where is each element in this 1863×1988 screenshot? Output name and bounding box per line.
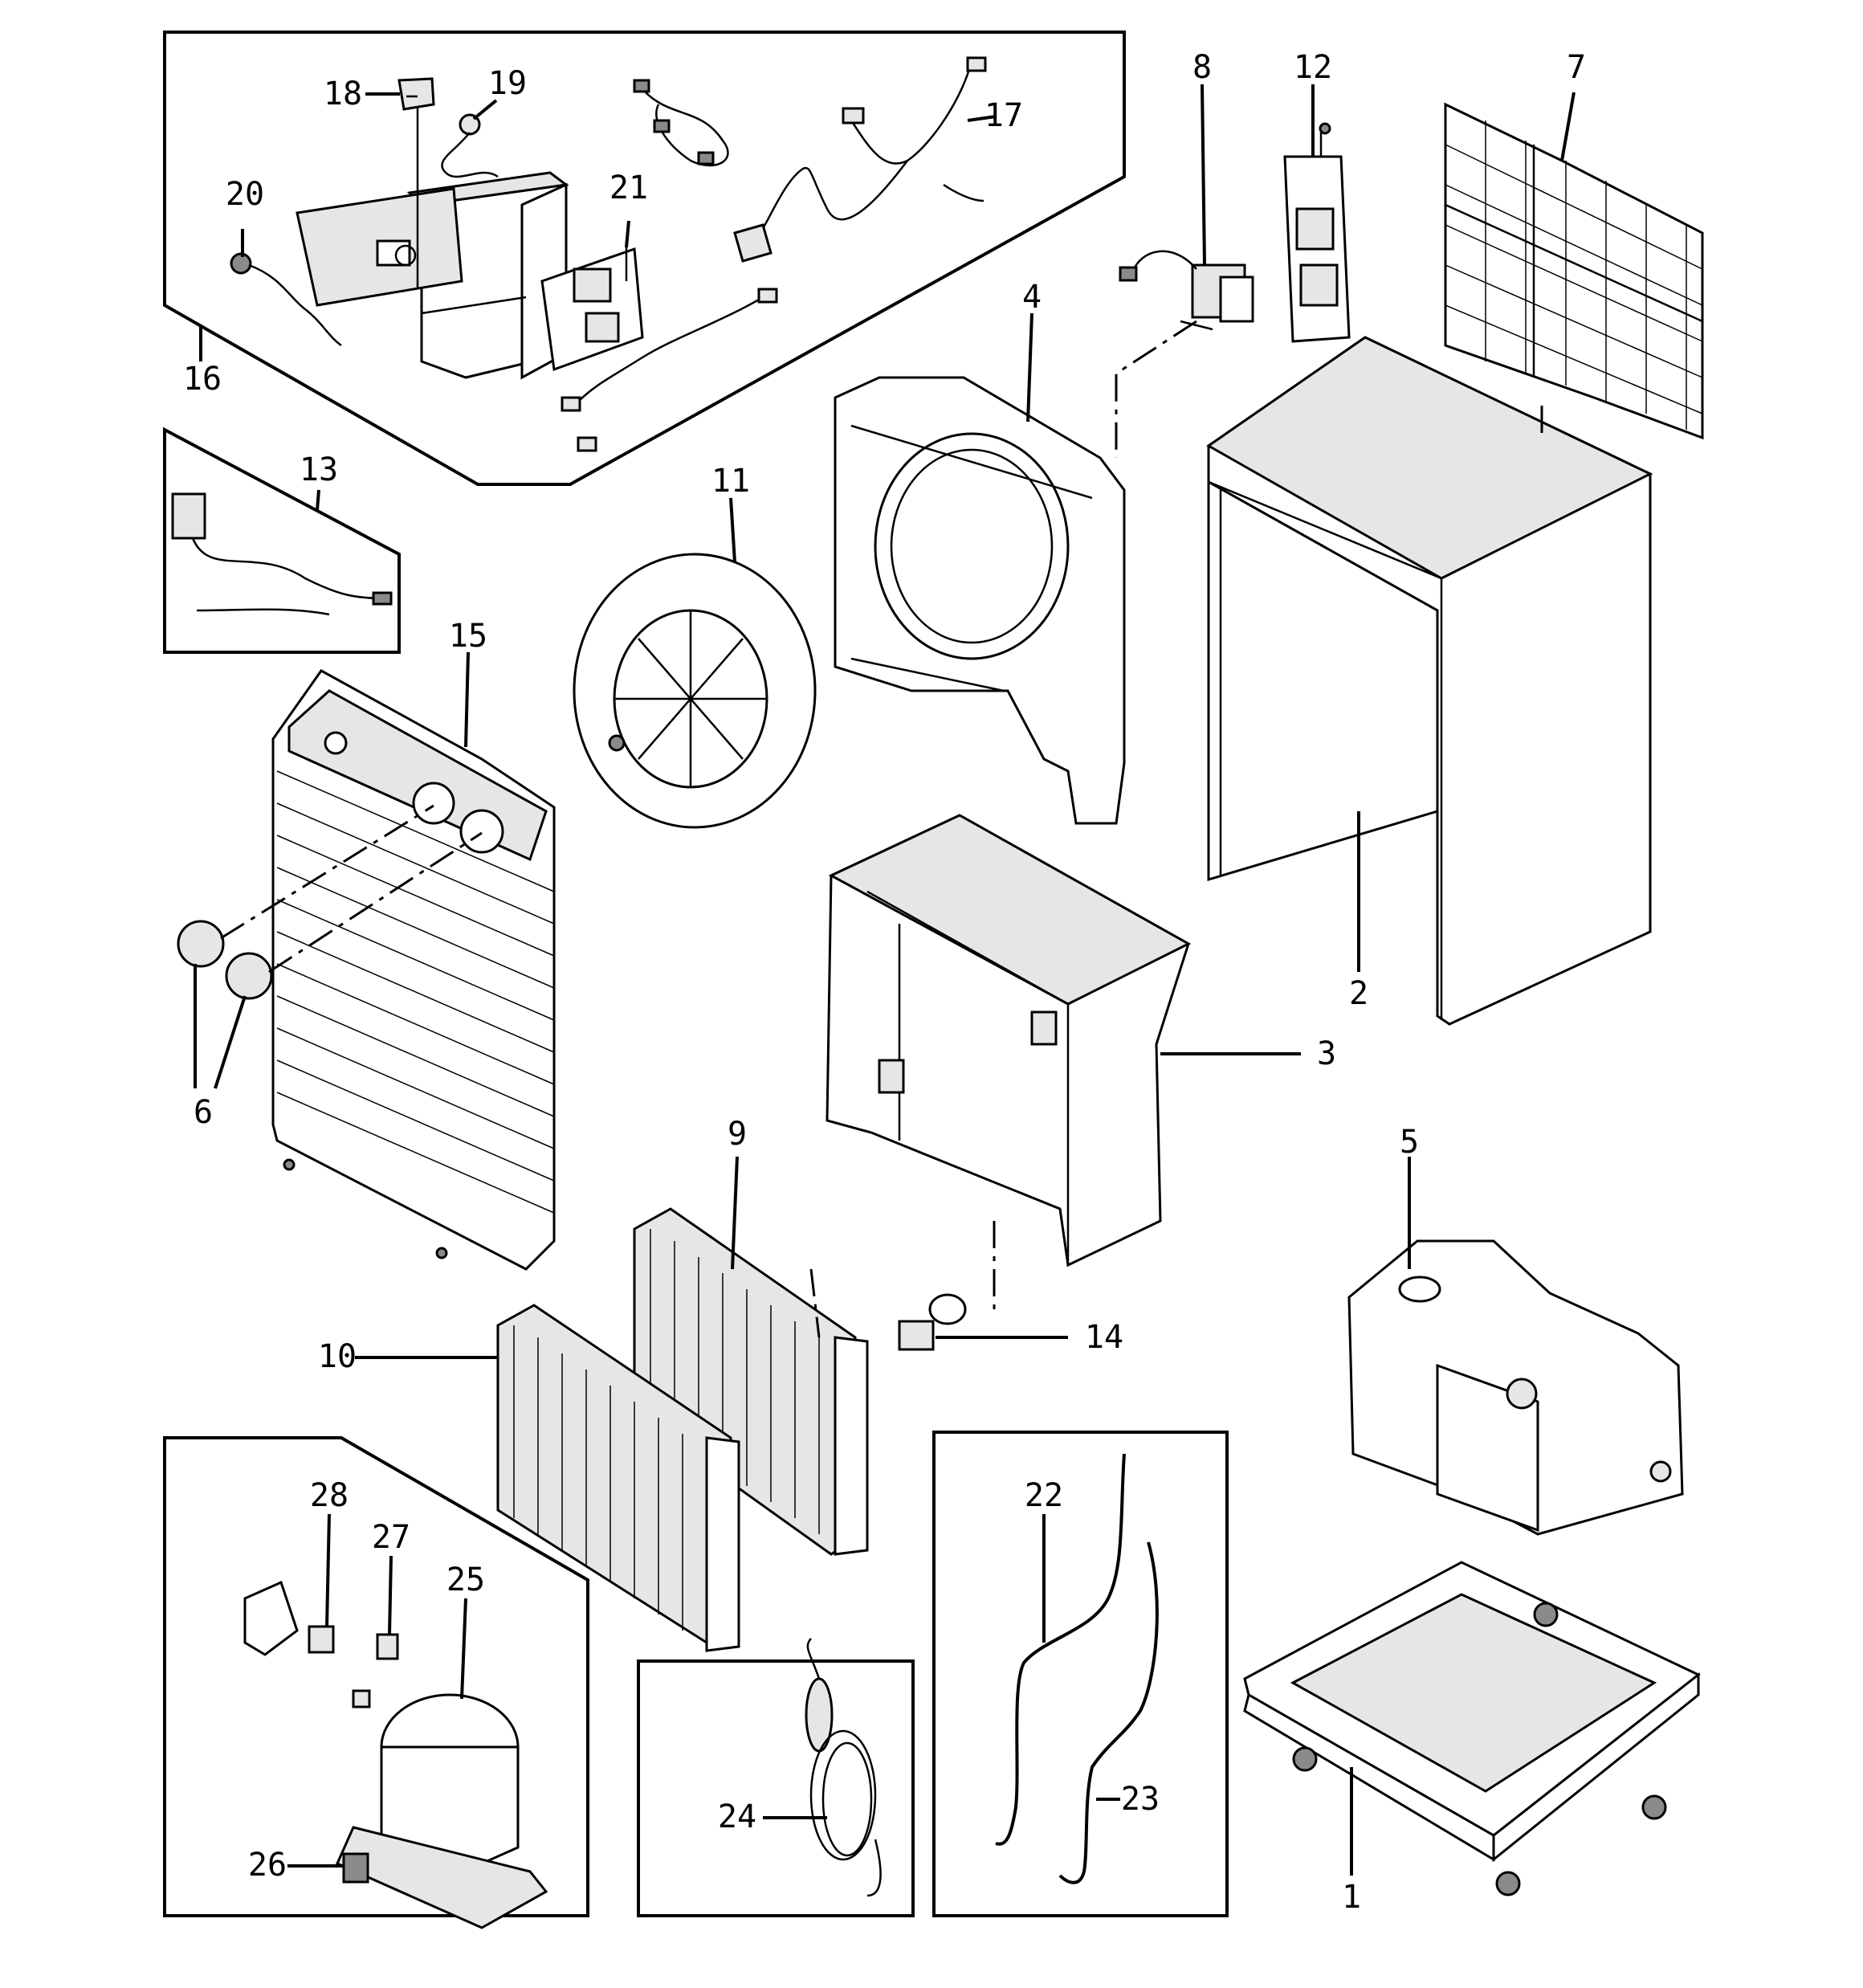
- power-cord-part-17: [733, 56, 987, 263]
- callout-5: 5: [1400, 1124, 1419, 1161]
- fan-wheel-part-11: [573, 553, 817, 829]
- fan-motor-part-8: [1119, 250, 1254, 331]
- callout-11: 11: [711, 463, 750, 500]
- callout-28: 28: [310, 1477, 349, 1514]
- callout-25: 25: [446, 1561, 485, 1598]
- inner-frame-part-3: [826, 814, 1192, 1268]
- wire-lead: [561, 288, 778, 452]
- callout-18: 18: [324, 76, 362, 112]
- compressor-mount-26: [342, 1689, 371, 1884]
- callout-2: 2: [1349, 975, 1368, 1012]
- fan-housing-part-4: [834, 376, 1126, 825]
- dash-guides: [809, 320, 1543, 1338]
- callout-12: 12: [1294, 49, 1332, 86]
- water-bucket-part-5: [1347, 1239, 1684, 1536]
- evaporator-coil-part-9: [633, 1207, 869, 1556]
- condenser-coil-part-10: [496, 1304, 740, 1652]
- group-box-compressor: [163, 1436, 589, 1917]
- callout-3: 3: [1317, 1035, 1336, 1072]
- group-box-24: [637, 1659, 915, 1917]
- group-box-16: [163, 31, 1126, 486]
- callout-21: 21: [609, 169, 648, 206]
- callout-23: 23: [1121, 1781, 1160, 1818]
- callout-13: 13: [300, 451, 338, 488]
- thermostat-part-19: [441, 113, 499, 178]
- callout-17: 17: [984, 97, 1023, 134]
- callout-20: 20: [226, 176, 264, 213]
- group-box-22-23: [932, 1431, 1229, 1917]
- callout-10: 10: [318, 1338, 357, 1375]
- sensor-harness-part-13: [171, 492, 393, 616]
- callout-26: 26: [248, 1847, 287, 1884]
- callout-19: 19: [488, 65, 527, 102]
- callout-6: 6: [194, 1094, 213, 1131]
- callout-4: 4: [1022, 279, 1042, 316]
- cabinet-part-2: [1206, 336, 1653, 1026]
- callout-14: 14: [1085, 1319, 1123, 1356]
- relay-part-18: [397, 77, 435, 111]
- group-box-13: [163, 427, 401, 654]
- float-switch-part-14: [898, 1221, 996, 1351]
- leader-lines: [194, 84, 1576, 1876]
- base-pan-part-1: [1243, 1561, 1701, 1896]
- front-panel-part-15: [271, 669, 556, 1271]
- relay-part-28: [243, 1580, 335, 1656]
- compressor-part-25: [336, 1693, 548, 1929]
- overload-part-27: [376, 1633, 399, 1660]
- air-filter-part-7: [1444, 102, 1704, 440]
- callout-1: 1: [1342, 1879, 1361, 1916]
- callout-labels: 1 2 3 4 5 6 7 8 9 10 11 12 13 14 15 16 1…: [183, 49, 1586, 1916]
- tube-part-23: [1058, 1541, 1159, 1884]
- knobs-part-6: [177, 804, 483, 1259]
- harness-top: [633, 79, 729, 167]
- motor-bracket-part-12: [1283, 122, 1351, 343]
- callout-24: 24: [718, 1798, 756, 1835]
- capillary-tube-part-24: [805, 1638, 882, 1897]
- callout-8: 8: [1192, 49, 1212, 86]
- callout-7: 7: [1567, 49, 1586, 86]
- control-box-assembly: [296, 84, 569, 380]
- callout-9: 9: [728, 1116, 747, 1153]
- callout-16: 16: [183, 361, 222, 398]
- callout-22: 22: [1025, 1477, 1063, 1514]
- callout-27: 27: [372, 1519, 410, 1556]
- pcb-part-21: [540, 241, 644, 372]
- tube-part-22: [995, 1453, 1126, 1846]
- callout-15: 15: [449, 618, 487, 655]
